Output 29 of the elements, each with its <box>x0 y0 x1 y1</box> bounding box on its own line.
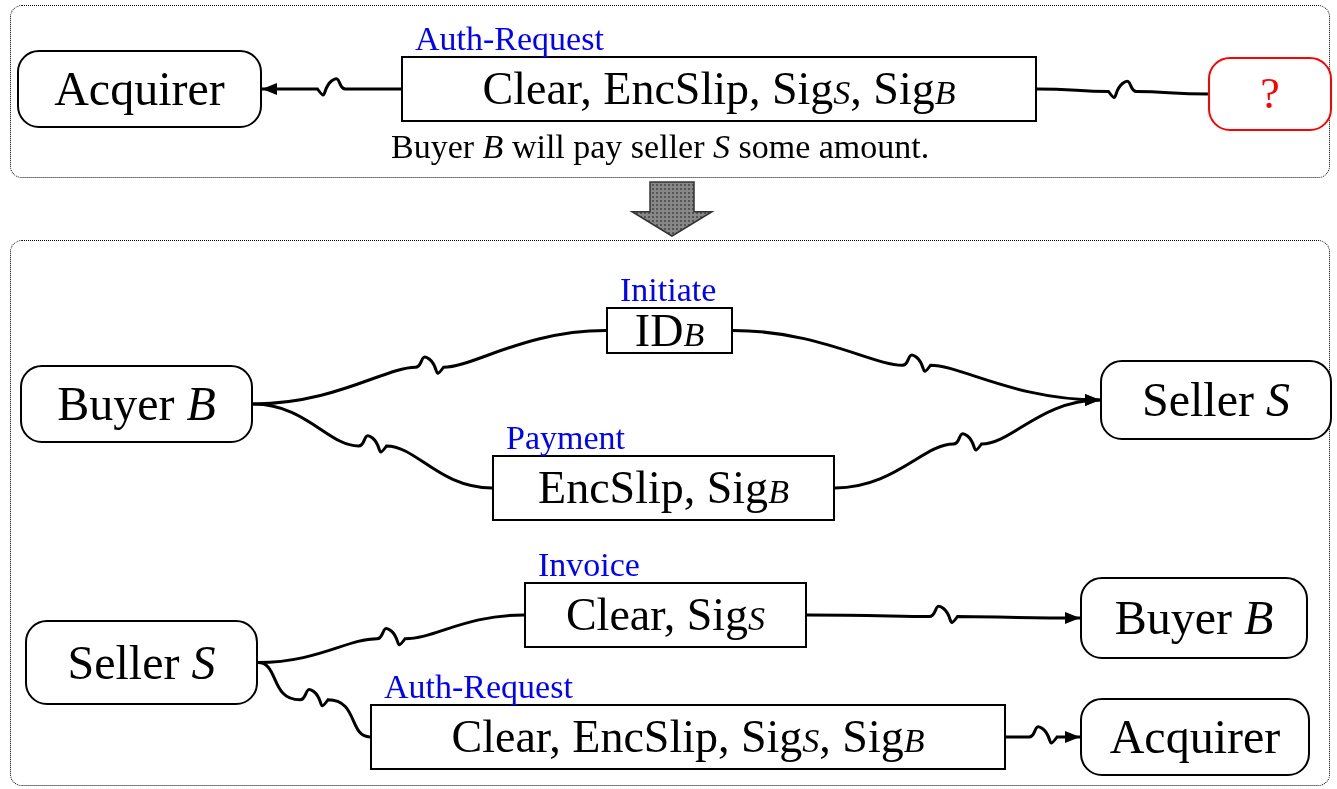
party-box <box>17 50 262 128</box>
party-box <box>1080 698 1310 776</box>
wavy-arrow <box>834 394 1101 490</box>
wavy-arrow <box>807 604 1080 624</box>
unknown-party-box <box>1208 57 1332 131</box>
party-name: Seller S <box>67 638 216 687</box>
party-name: Acquirer <box>1109 713 1281 761</box>
party-name: Buyer B <box>57 380 216 428</box>
party-box <box>20 365 253 443</box>
party-box <box>25 620 258 705</box>
message-label: Invoice <box>538 546 640 584</box>
party-box <box>1080 577 1308 659</box>
message-label: Auth-Request <box>415 20 604 58</box>
party-name: Buyer B <box>1114 594 1274 642</box>
wavy-line <box>252 402 493 490</box>
party-box <box>1100 360 1332 440</box>
message-label: Payment <box>506 419 625 457</box>
caption-text: Buyer B will pay seller S some amount. <box>391 127 930 167</box>
question-mark: ? <box>1260 72 1280 116</box>
wavy-line <box>252 329 607 406</box>
message-label: Auth-Request <box>384 668 573 706</box>
wavy-arrow <box>262 77 401 96</box>
wavy-line <box>1037 79 1208 99</box>
block-arrow <box>629 181 715 237</box>
wavy-arrow <box>1006 725 1080 744</box>
party-name: Acquirer <box>54 65 225 113</box>
party-name: Seller S <box>1142 376 1290 424</box>
message-label: Initiate <box>620 271 717 309</box>
wavy-line <box>257 661 371 739</box>
